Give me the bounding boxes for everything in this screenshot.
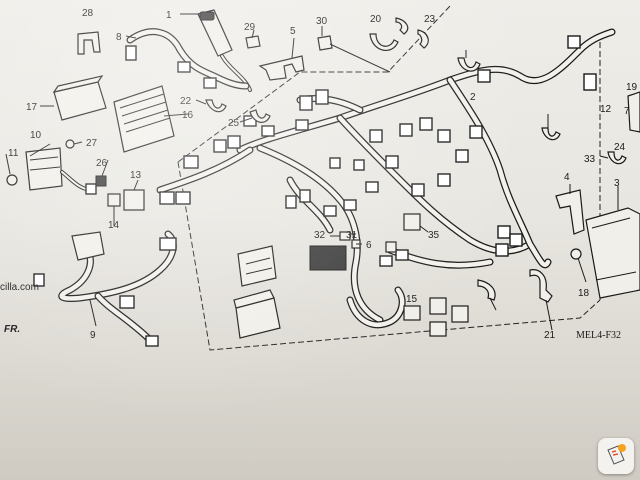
- callout-10: 10: [30, 130, 42, 141]
- part-4-bracket: [555, 189, 585, 235]
- part-29-bolt: [245, 35, 261, 49]
- callout-23: 23: [424, 14, 436, 25]
- callout-35: 35: [428, 230, 440, 241]
- part-5-bracket: [258, 55, 305, 81]
- callout-18: 18: [578, 288, 590, 299]
- part-10-regulator: [6, 147, 97, 195]
- callout-16: 16: [182, 110, 194, 121]
- callout-5: 5: [290, 26, 296, 37]
- app-badge-glyph: [607, 444, 626, 465]
- callout-2: 2: [470, 92, 476, 103]
- callout-26: 26: [96, 158, 108, 169]
- fuse-box-group: [233, 245, 281, 339]
- part-9-sub-harness: [33, 230, 177, 347]
- part-23b-clamp: [417, 29, 429, 49]
- callout-17: 17: [26, 102, 38, 113]
- figure-code: MEL4-F32: [576, 330, 621, 341]
- callout-30: 30: [316, 16, 328, 27]
- callout-25: 25: [228, 118, 240, 129]
- callout-6: 6: [366, 240, 372, 251]
- callout-4: 4: [564, 172, 570, 183]
- part-25-clamp-mid: [541, 127, 561, 141]
- callout-8: 8: [116, 32, 122, 43]
- part-3-cover: [585, 207, 640, 299]
- callout-20: 20: [370, 14, 382, 25]
- part-25-clamp-left: [249, 109, 271, 123]
- callout-19: 19: [626, 82, 638, 93]
- part-15-relay-c: [451, 305, 469, 323]
- callout-27: 27: [86, 138, 98, 149]
- callout-3: 3: [614, 178, 620, 189]
- part-30-bolt: [317, 35, 333, 51]
- callout-7: 7: [624, 106, 630, 117]
- callout-14: 14: [108, 220, 120, 231]
- callout-24: 24: [614, 142, 626, 153]
- part-16-ecu: [113, 85, 175, 153]
- part-15-relay-a: [403, 305, 421, 321]
- callout-22: 22: [180, 96, 192, 107]
- callout-31: 31: [346, 230, 358, 241]
- part-25-clamp-top: [457, 57, 481, 72]
- direction-label: FR.: [4, 324, 20, 335]
- callout-1: 1: [166, 10, 172, 21]
- part-27-bolt: [65, 139, 75, 149]
- callout-11: 11: [8, 148, 19, 159]
- part-28-clamp: [77, 31, 101, 55]
- part-18-bolt: [570, 248, 582, 260]
- callout-13: 13: [130, 170, 142, 181]
- part-25-clamp-low: [477, 279, 496, 301]
- callout-labels: 1 2 3 4 5 6 7 8 9 10 11 12 13 14 15 16 1…: [0, 8, 638, 341]
- callout-28: 28: [82, 8, 94, 19]
- part-17-box: [52, 75, 107, 121]
- callout-33: 33: [584, 154, 596, 165]
- callout-15: 15: [406, 294, 418, 305]
- part-19-part: [627, 91, 640, 133]
- part-22-clamp: [205, 99, 227, 113]
- callout-9: 9: [90, 330, 96, 341]
- app-badge-icon[interactable]: [598, 438, 634, 474]
- part-21-band: [529, 269, 553, 303]
- leader-lines: [5, 13, 619, 331]
- junction-block: [309, 213, 421, 329]
- assembly-boundary: [177, 5, 601, 351]
- callout-21: 21: [544, 330, 556, 341]
- part-23-clamp: [395, 17, 409, 35]
- part-26-fuse: [95, 175, 107, 187]
- part-20-clamp: [369, 33, 399, 51]
- part-15-relay-d: [429, 321, 447, 337]
- callout-29: 29: [244, 22, 256, 33]
- callout-12: 12: [600, 104, 612, 115]
- harness-connectors: [159, 35, 597, 267]
- part-33-clamp: [607, 151, 627, 165]
- callout-32: 32: [314, 230, 326, 241]
- left-partial-text: cilla.com: [0, 282, 39, 293]
- part-8-sub-harness: [125, 28, 250, 90]
- part-14-relay: [107, 193, 121, 207]
- part-13-relay: [123, 189, 145, 211]
- part-15-relay-b: [429, 297, 447, 315]
